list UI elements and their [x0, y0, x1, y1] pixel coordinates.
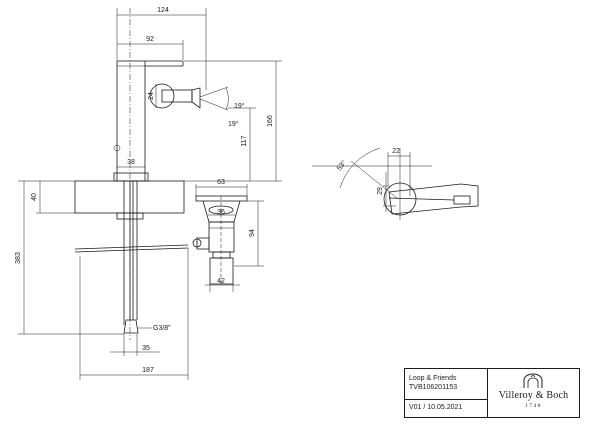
dim-24: 24 [148, 92, 155, 100]
brand-name: Villeroy & Boch [498, 390, 569, 401]
dim-angle-down: 19° [228, 120, 239, 128]
brand-logo: Villeroy & Boch 1748 [488, 369, 579, 417]
spout-joint [149, 83, 175, 109]
dim-383: 383 [15, 252, 22, 264]
dim-thread: G3/8" [153, 325, 171, 332]
dim-53deg: 53° [335, 159, 348, 172]
dim-166: 166 [267, 115, 274, 127]
dim-124: 124 [157, 7, 169, 14]
dim-35: 35 [142, 345, 150, 352]
dim-187: 187 [142, 367, 154, 374]
brand-year: 1748 [525, 403, 542, 409]
top-view: 53° 22 29 [312, 147, 479, 220]
dim-42: 42 [217, 278, 225, 285]
dim-29: 29 [377, 187, 384, 195]
article-number: TVB106201153 [409, 384, 458, 391]
product-name: Loop & Friends [409, 375, 457, 382]
title-block-info: Loop & Friends TVB106201153 V01 / 10.05.… [405, 369, 488, 417]
waste-view: 63 36 94 42 [192, 179, 264, 292]
brand-emblem-icon [523, 373, 543, 388]
front-dimensions: 124 92 24 19° 19° 166 117 38 40 383 [15, 7, 282, 380]
dim-117: 117 [241, 135, 248, 146]
dim-94: 94 [249, 229, 256, 237]
dim-angle-up: 19° [234, 102, 245, 110]
dim-63: 63 [217, 179, 225, 186]
front-view [74, 8, 229, 340]
dim-92: 92 [146, 36, 154, 43]
spout-nozzle [191, 87, 201, 109]
spout-arm [161, 89, 193, 103]
dim-36: 36 [217, 209, 225, 216]
dim-38: 38 [127, 159, 135, 166]
dim-40: 40 [31, 193, 38, 201]
thread-connector [123, 319, 139, 334]
dim-22: 22 [392, 148, 400, 155]
title-block: Loop & Friends TVB106201153 V01 / 10.05.… [404, 368, 580, 418]
deck-block [74, 180, 185, 214]
title-block-product-cell: Loop & Friends TVB106201153 [405, 369, 487, 400]
version-date: V01 / 10.05.2021 [409, 404, 463, 411]
